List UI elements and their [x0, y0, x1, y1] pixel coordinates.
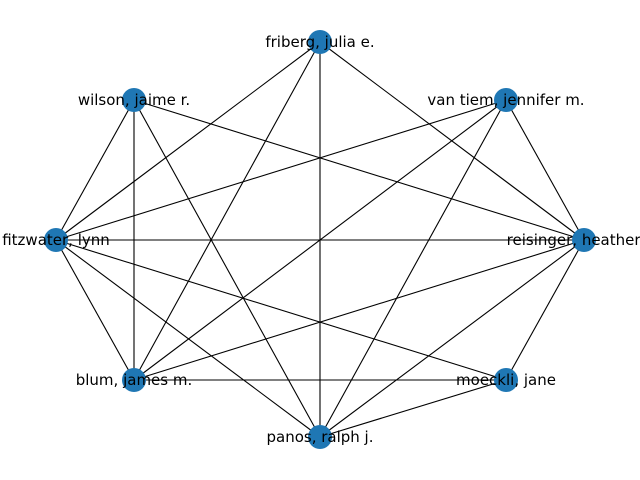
node-label-blum: blum, james m.	[76, 371, 193, 389]
node-label-van_tiem: van tiem, jennifer m.	[427, 91, 584, 109]
edge-fitzwater-blum	[55, 239, 135, 381]
edge-fitzwater-moeckli	[55, 239, 507, 381]
edge-van_tiem-fitzwater	[55, 99, 507, 241]
edge-wilson-reisinger	[133, 99, 585, 241]
node-moeckli	[494, 368, 518, 392]
node-label-panos: panos, ralph j.	[266, 428, 373, 446]
node-panos	[308, 425, 332, 449]
node-label-moeckli: moeckli, jane	[456, 371, 556, 389]
edge-wilson-fitzwater	[55, 99, 135, 241]
edge-reisinger-blum	[133, 239, 585, 381]
node-van_tiem	[494, 88, 518, 112]
edge-wilson-panos	[133, 99, 321, 438]
edge-reisinger-panos	[319, 239, 585, 438]
node-fitzwater	[44, 228, 68, 252]
edge-van_tiem-panos	[319, 99, 507, 438]
node-label-fitzwater: fitzwater, lynn	[2, 231, 110, 249]
node-friberg	[308, 30, 332, 54]
edge-van_tiem-reisinger	[505, 99, 585, 241]
edge-panos-moeckli	[319, 379, 507, 438]
labels-layer: friberg, julia e. van tiem, jennifer m. re…	[2, 33, 640, 446]
edge-reisinger-moeckli	[505, 239, 585, 381]
node-label-friberg: friberg, julia e.	[265, 33, 374, 51]
node-label-wilson: wilson, jaime r.	[78, 91, 190, 109]
node-label-reisinger: reisinger, heather sc	[507, 231, 640, 249]
node-wilson	[122, 88, 146, 112]
nodes-layer	[44, 30, 596, 449]
node-blum	[122, 368, 146, 392]
edge-friberg-blum	[133, 41, 321, 381]
edges-layer	[55, 41, 585, 438]
edge-friberg-fitzwater	[55, 41, 321, 241]
edge-fitzwater-panos	[55, 239, 321, 438]
node-reisinger	[572, 228, 596, 252]
